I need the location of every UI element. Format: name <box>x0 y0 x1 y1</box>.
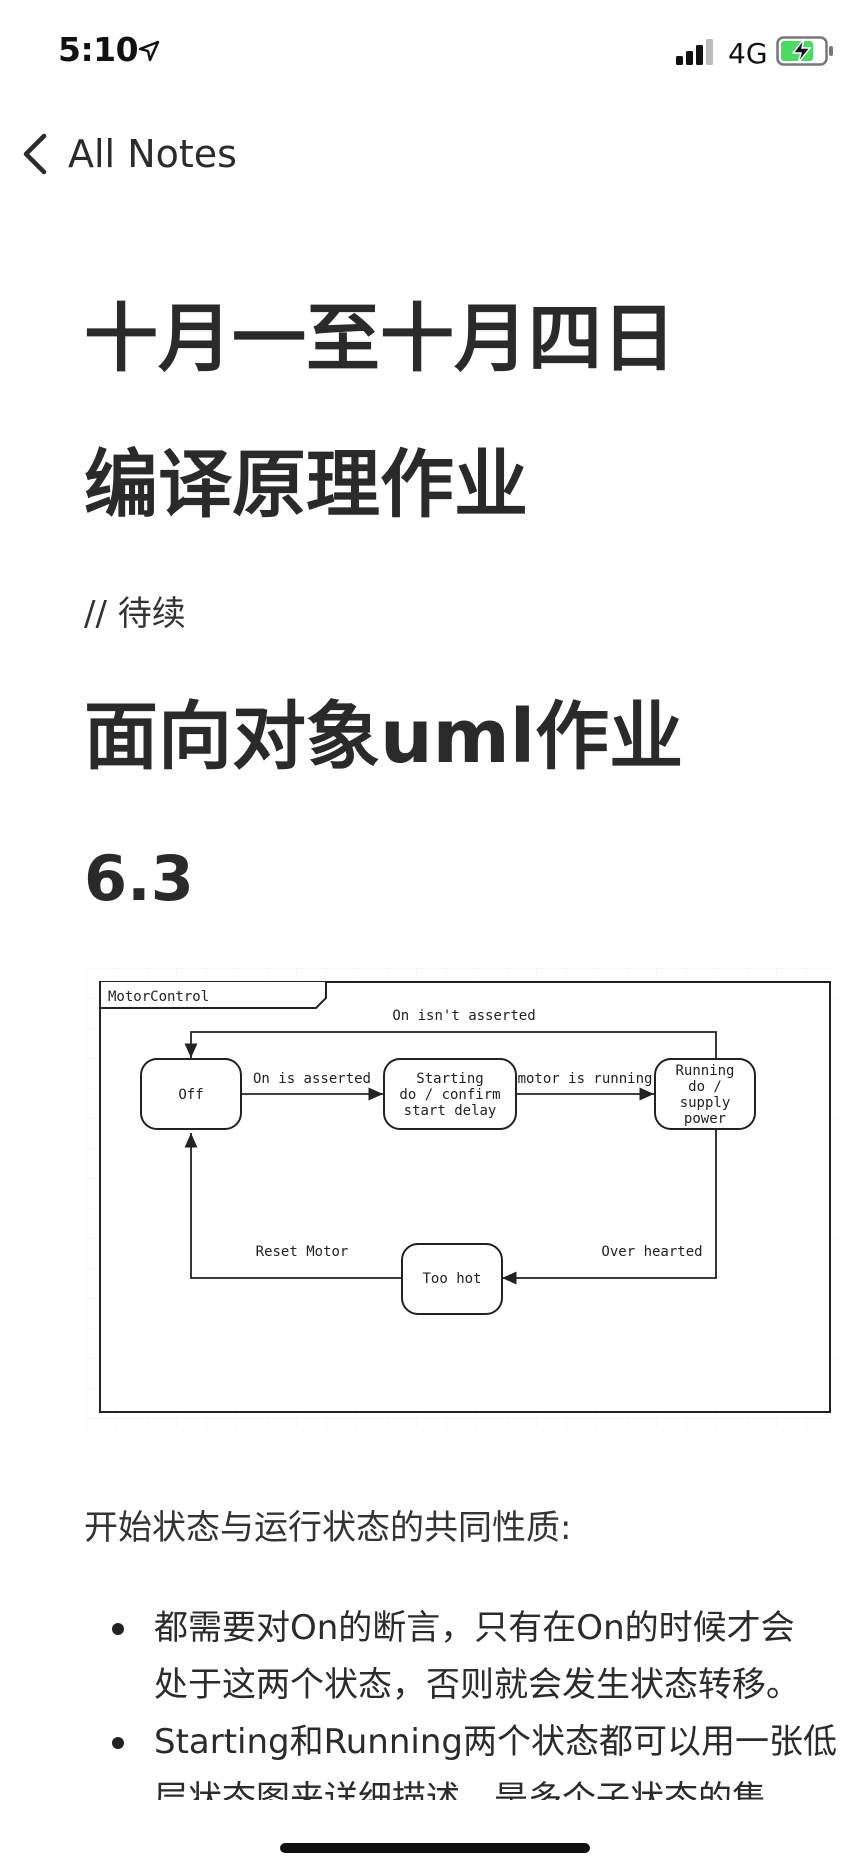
state-starting-line-2: do / confirm <box>399 1087 500 1103</box>
chevron-left-icon <box>23 133 47 175</box>
home-indicator[interactable] <box>280 1843 590 1853</box>
state-starting-line-3: start delay <box>404 1103 497 1119</box>
label-on-asserted: On is asserted <box>253 1071 371 1087</box>
label-motor-running: motor is running <box>518 1071 653 1087</box>
diagram-frame-label: MotorControl <box>108 989 209 1005</box>
state-running <box>654 1058 756 1130</box>
label-reset-motor: Reset Motor <box>256 1244 349 1260</box>
location-arrow-icon <box>138 40 160 62</box>
note-heading-compiler: 编译原理作业 <box>84 442 528 528</box>
nav-bar: All Notes <box>0 120 864 184</box>
state-starting <box>383 1058 517 1130</box>
transition-over-hearted <box>502 1130 717 1285</box>
state-too-hot <box>401 1243 503 1315</box>
state-running-line-3: supply <box>680 1095 731 1111</box>
state-starting-line-1: Starting <box>416 1071 483 1087</box>
note-heading-uml: 面向对象uml作业 <box>84 694 684 780</box>
battery-charging-icon <box>776 36 833 66</box>
state-running-line-2: do / <box>688 1079 722 1095</box>
state-too-hot-label: Too hot <box>422 1271 481 1287</box>
diagram-frame <box>99 981 831 1413</box>
bullet-text: 都需要对On的断言，只有在On的时候才会 处于这两个状态，否则就会发生状态转移。 <box>154 1608 800 1705</box>
list-item: 都需要对On的断言，只有在On的时候才会 处于这两个状态，否则就会发生状态转移。 <box>112 1600 852 1714</box>
uml-state-diagram: MotorControl Off Starting do / confirm s… <box>86 968 836 1428</box>
note-comment: // 待续 <box>84 594 186 634</box>
state-off-label: Off <box>178 1087 203 1103</box>
state-running-line-4: power <box>684 1111 726 1127</box>
bullet-text: Starting和Running两个状态都可以用一张低 层状态图来详细描述，是多… <box>154 1722 837 1800</box>
note-paragraph: 开始状态与运行状态的共同性质: <box>84 1508 572 1548</box>
transition-reset-motor <box>184 1133 402 1279</box>
note-heading-section: 6.3 <box>84 842 194 915</box>
uml-diagram-svg: MotorControl Off Starting do / confirm s… <box>86 968 836 1428</box>
transition-on-not-asserted <box>184 1031 717 1059</box>
label-on-not-asserted: On isn't asserted <box>392 1008 535 1024</box>
status-bar: 5:10 4G <box>0 0 864 100</box>
back-label: All Notes <box>68 132 237 176</box>
state-running-line-1: Running <box>675 1063 734 1079</box>
list-item: Starting和Running两个状态都可以用一张低 层状态图来详细描述，是多… <box>112 1714 852 1800</box>
back-button[interactable]: All Notes <box>0 120 240 184</box>
bullet-dot <box>112 1737 124 1749</box>
signal-bars-icon <box>676 39 713 65</box>
network-type: 4G <box>728 37 768 70</box>
status-time: 5:10 <box>58 30 139 69</box>
label-over-hearted: Over hearted <box>601 1244 702 1260</box>
note-heading-date: 十月一至十月四日 <box>84 296 676 382</box>
bullet-dot <box>112 1623 124 1635</box>
note-bullet-list: 都需要对On的断言，只有在On的时候才会 处于这两个状态，否则就会发生状态转移。… <box>112 1600 852 1800</box>
state-off <box>140 1058 242 1130</box>
